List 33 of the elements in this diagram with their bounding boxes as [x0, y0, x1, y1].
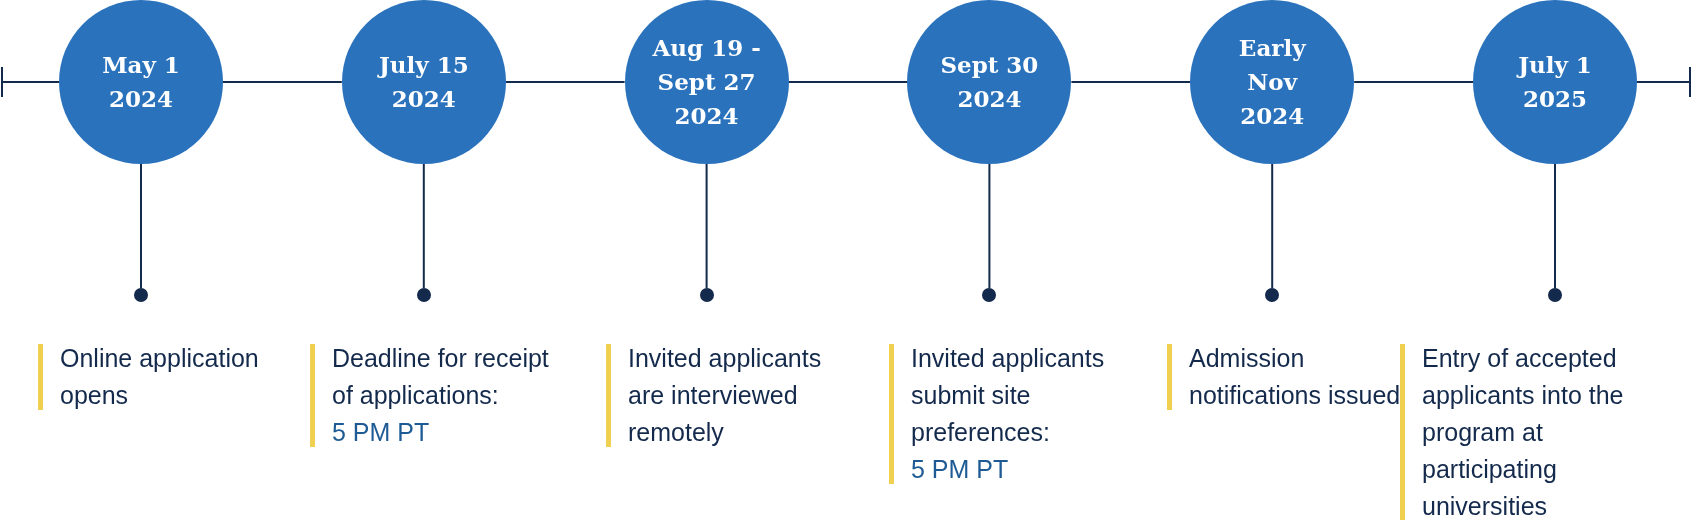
date-circle: May 1 2024	[59, 0, 223, 164]
timeline-end-line	[1, 66, 60, 98]
date-circle: Aug 19 - Sept 27 2024	[624, 0, 789, 164]
timeline-dot	[1265, 288, 1280, 302]
connector-line	[705, 163, 708, 289]
description-text: Admission notifications issued	[1189, 343, 1402, 411]
date-circle: July 1 2025	[1473, 0, 1637, 164]
description-text: Invited applicants submit site preferences:	[911, 343, 1106, 448]
description-text: Deadline for receipt of applications:	[332, 343, 550, 411]
date-circle: July 15 2024	[341, 0, 506, 164]
deadline-time: 5 PM PT	[911, 454, 1010, 485]
timeline-line	[787, 81, 909, 83]
date-circle: Sept 30 2024	[907, 0, 1072, 164]
timeline-dot	[1548, 288, 1562, 302]
timeline-dot	[699, 288, 714, 302]
timeline-end-line	[1636, 66, 1691, 98]
timeline-line	[1353, 81, 1474, 83]
connector-line	[1554, 163, 1556, 289]
deadline-time: 5 PM PT	[332, 417, 431, 448]
timeline-line	[222, 81, 343, 83]
timeline-line	[1070, 81, 1192, 83]
description-text: Entry of accepted applicants into the program at participating universities	[1422, 343, 1625, 520]
connector-line	[988, 163, 991, 289]
connector-line	[422, 163, 425, 289]
description-text: Online application opens	[60, 343, 260, 411]
description-text: Invited applicants are interviewed remotely	[628, 343, 823, 448]
connector-line	[1271, 163, 1274, 289]
timeline-dot	[416, 288, 431, 302]
timeline-dot	[982, 288, 997, 302]
timeline-dot	[134, 288, 148, 302]
connector-line	[140, 163, 142, 289]
timeline-line	[504, 81, 626, 83]
date-circle: Early Nov 2024	[1190, 0, 1355, 164]
